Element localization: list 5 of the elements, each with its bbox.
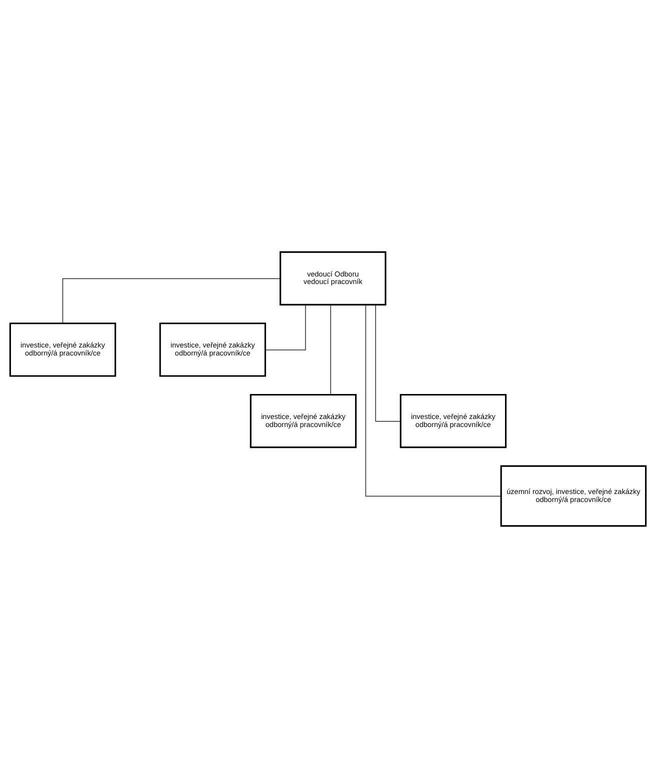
connector [365,304,502,496]
connector [330,304,331,394]
connector [375,304,401,422]
connector [265,304,306,350]
connector [62,278,281,324]
